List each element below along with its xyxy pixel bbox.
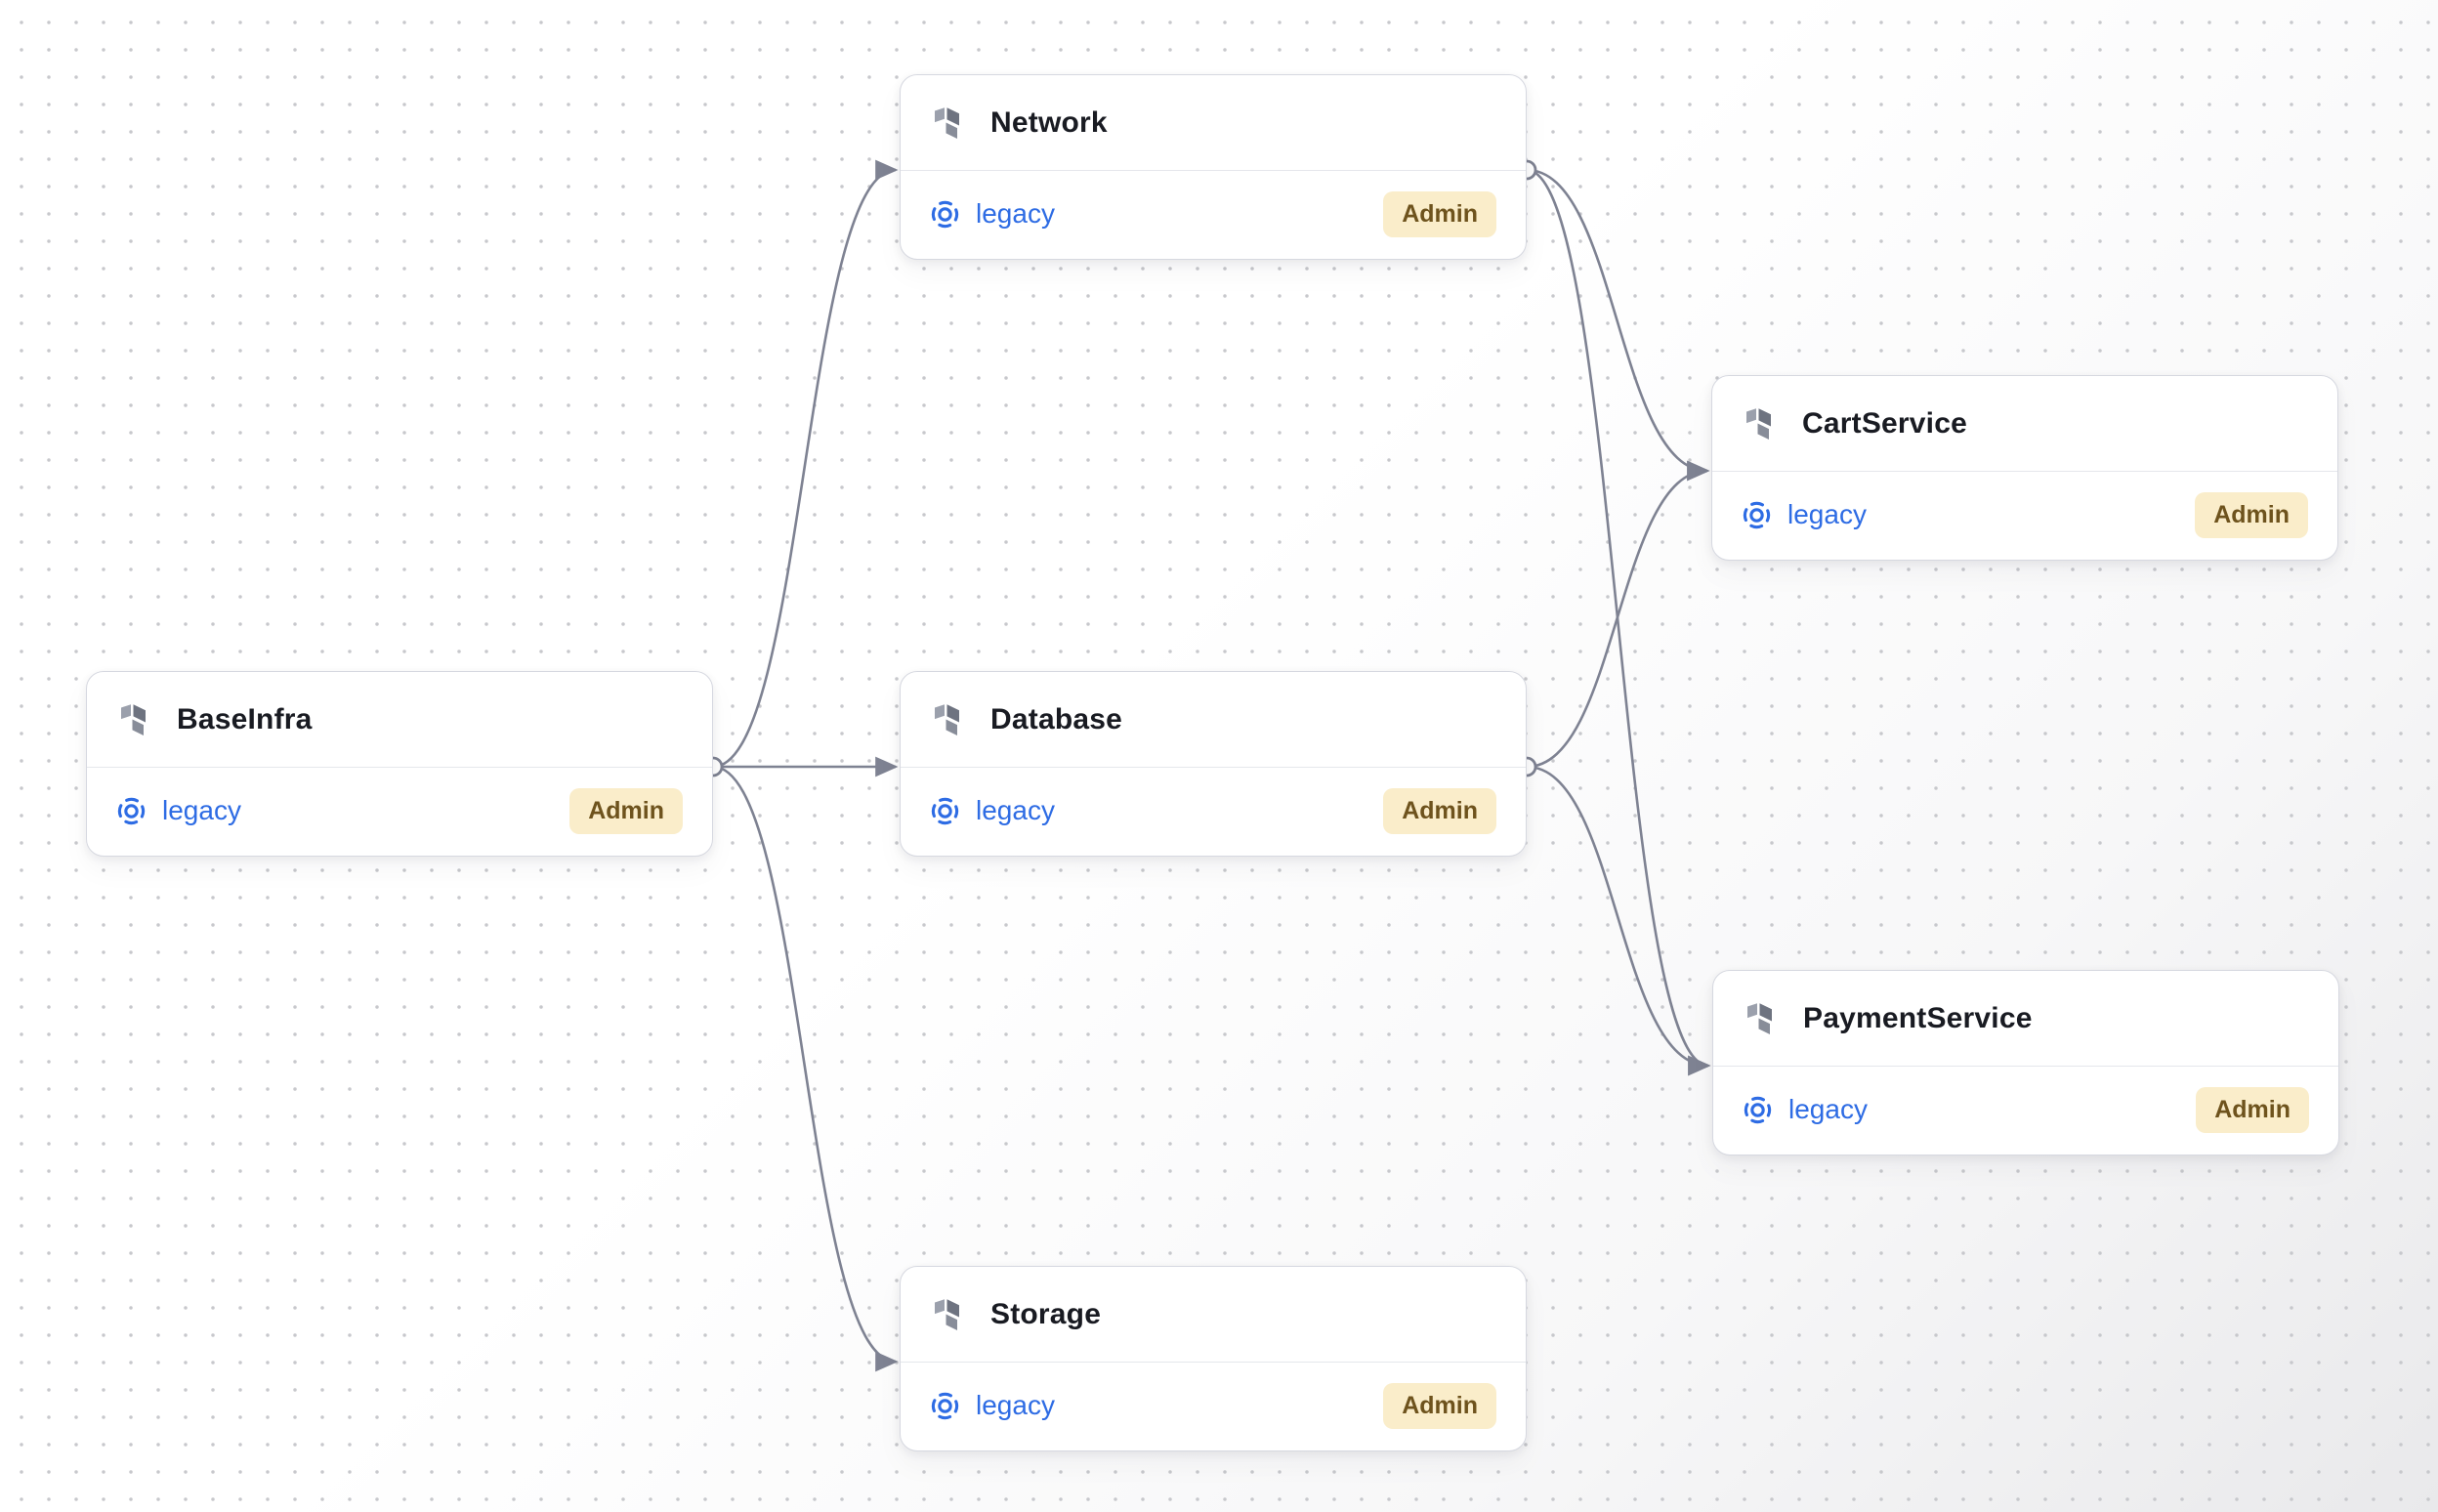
tag-link[interactable]: legacy: [930, 1390, 1055, 1421]
tag-label: legacy: [976, 795, 1055, 825]
node-header: CartService: [1712, 376, 2337, 472]
tag-scope-icon: [117, 797, 146, 824]
access-badge: Admin: [1383, 190, 1496, 237]
node-header: Database: [901, 672, 1526, 768]
tag-scope-icon: [931, 1392, 959, 1419]
node-body: legacy Admin: [87, 768, 712, 854]
tag-scope-icon: [1744, 1096, 1772, 1123]
tag-label: legacy: [1788, 1094, 1868, 1124]
workspace-node-baseinfra[interactable]: BaseInfra legacy Admin: [86, 671, 713, 857]
node-body: legacy Admin: [1712, 472, 2337, 558]
edge-database-to-paymentservice: [1526, 765, 1711, 1076]
tag-scope-icon: [1743, 501, 1771, 528]
tag-scope-icon: [931, 797, 959, 824]
node-body: legacy Admin: [901, 171, 1526, 257]
node-body: legacy Admin: [901, 1363, 1526, 1449]
terraform-icon: [121, 703, 146, 735]
tag-label: legacy: [976, 1390, 1055, 1420]
workspace-node-paymentservice[interactable]: PaymentService legacy Admin: [1712, 970, 2339, 1155]
terraform-icon: [935, 703, 959, 735]
terraform-icon: [935, 1298, 959, 1330]
workspace-node-network[interactable]: Network legacy Admin: [900, 74, 1527, 260]
node-title: Network: [990, 105, 1108, 139]
edge-network-to-paymentservice: [1526, 168, 1711, 1076]
edge-database-to-cartservice: [1526, 460, 1710, 769]
terraform-icon: [1747, 1002, 1772, 1034]
terraform-icon: [935, 106, 959, 139]
terraform-icon: [1746, 407, 1771, 440]
access-badge: Admin: [2195, 491, 2308, 538]
node-title: Storage: [990, 1297, 1102, 1330]
node-title: Database: [990, 702, 1123, 735]
access-badge: Admin: [1383, 787, 1496, 834]
workspace-node-storage[interactable]: Storage legacy Admin: [900, 1266, 1527, 1451]
access-badge: Admin: [2196, 1086, 2309, 1133]
tag-link[interactable]: legacy: [930, 198, 1055, 230]
node-title: BaseInfra: [177, 702, 313, 735]
edge-network-to-cartservice: [1526, 168, 1710, 482]
node-header: Network: [901, 75, 1526, 171]
access-badge: Admin: [1383, 1382, 1496, 1429]
access-badge: Admin: [569, 787, 683, 834]
tag-link[interactable]: legacy: [930, 795, 1055, 826]
tag-link[interactable]: legacy: [1743, 1094, 1868, 1125]
node-header: Storage: [901, 1267, 1526, 1363]
node-title: CartService: [1802, 406, 1967, 440]
edge-baseinfra-to-network: [712, 159, 899, 769]
node-body: legacy Admin: [1713, 1067, 2338, 1153]
node-header: BaseInfra: [87, 672, 712, 768]
tag-scope-icon: [931, 200, 959, 228]
node-body: legacy Admin: [901, 768, 1526, 854]
tag-label: legacy: [1787, 499, 1867, 529]
edge-baseinfra-to-storage: [712, 765, 899, 1372]
node-title: PaymentService: [1803, 1001, 2033, 1034]
tag-label: legacy: [162, 795, 241, 825]
workspace-node-database[interactable]: Database legacy Admin: [900, 671, 1527, 857]
node-header: PaymentService: [1713, 971, 2338, 1067]
workspace-node-cartservice[interactable]: CartService legacy Admin: [1711, 375, 2338, 561]
tag-label: legacy: [976, 198, 1055, 229]
tag-link[interactable]: legacy: [1742, 499, 1867, 530]
tag-link[interactable]: legacy: [116, 795, 241, 826]
